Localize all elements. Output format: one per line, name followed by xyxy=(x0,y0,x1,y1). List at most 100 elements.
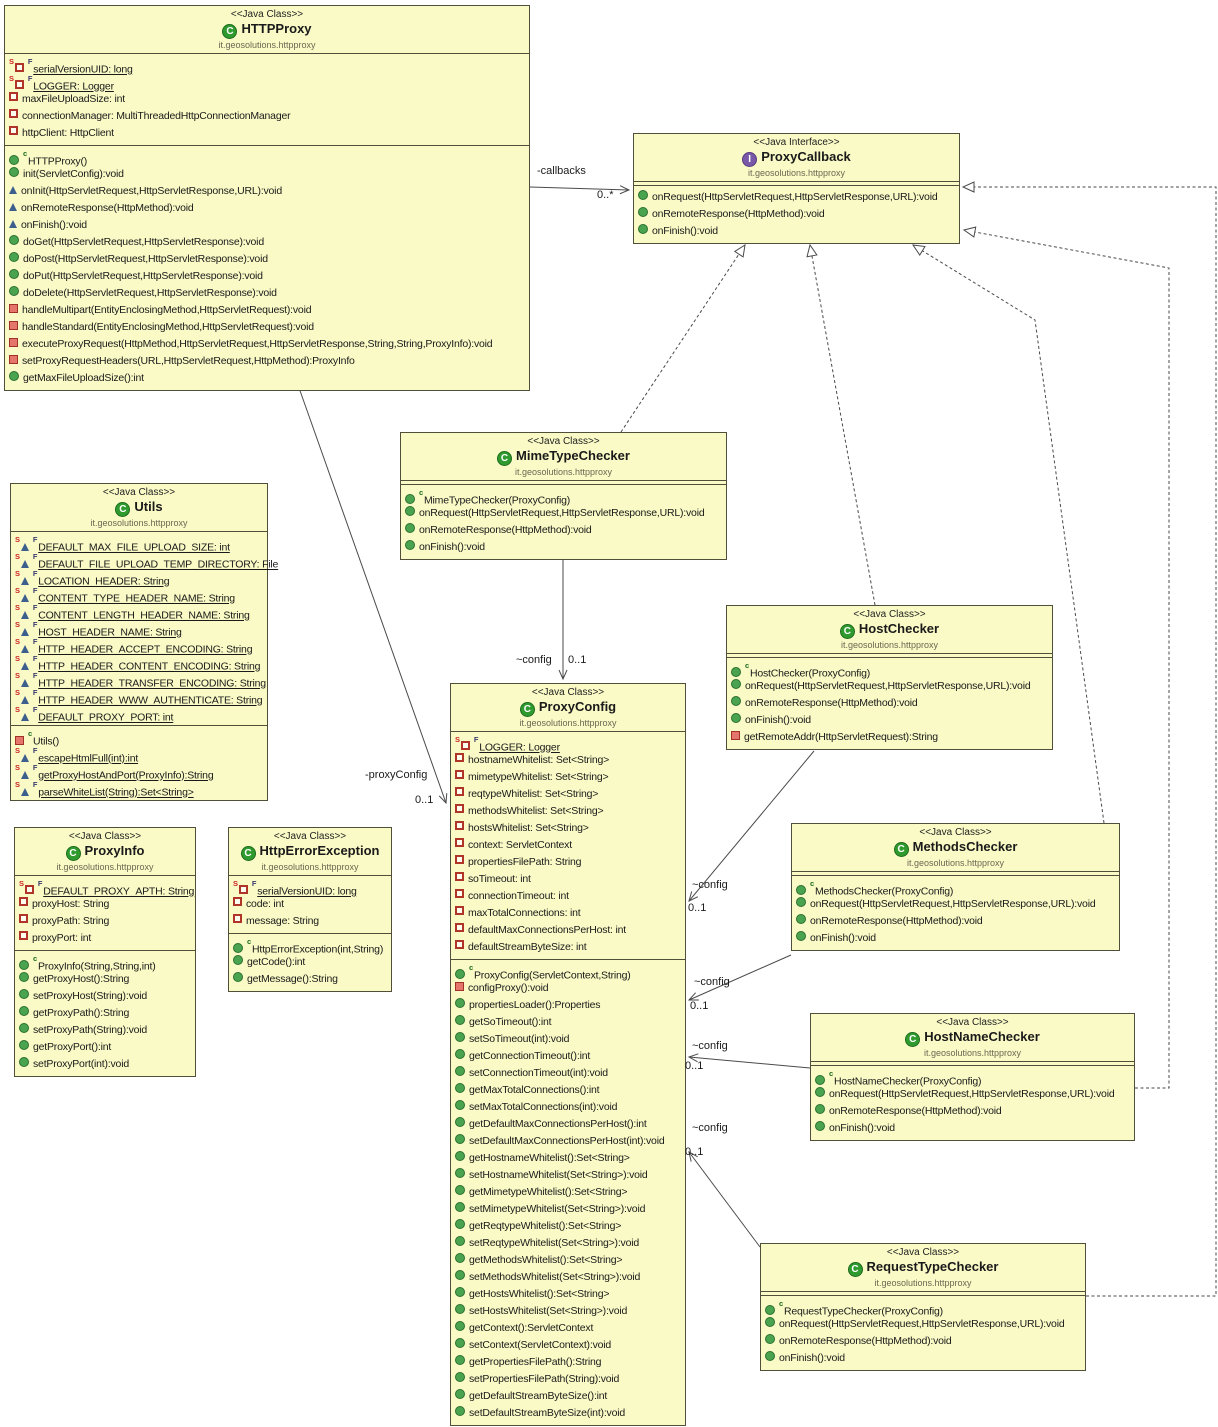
final-modifier: F xyxy=(251,879,257,888)
association-multiplicity-reqtype-config: 0..1 xyxy=(685,1146,704,1158)
realization-mimetypechecker-proxycallback xyxy=(620,243,746,433)
methods-compartment: onRequest(HttpServletRequest,HttpServlet… xyxy=(634,186,959,243)
field-row: hostsWhitelist: Set<String> xyxy=(455,820,683,837)
method-row: onRemoteResponse(HttpMethod):void xyxy=(731,695,1050,712)
class-name: MimeTypeChecker xyxy=(516,448,630,463)
member-label: getHostsWhitelist():Set<String> xyxy=(469,1288,610,1300)
static-modifier: S xyxy=(9,57,14,66)
association-role-reqtype-config: ~config xyxy=(692,1122,728,1134)
public-visibility-icon xyxy=(455,1134,465,1144)
association-multiplicity-hostname-config: 0..1 xyxy=(685,1060,704,1072)
private-visibility-icon xyxy=(9,338,18,347)
member-label: soTimeout: int xyxy=(468,873,531,885)
member-label: onInit(HttpServletRequest,HttpServletRes… xyxy=(21,185,282,197)
package-visibility-icon xyxy=(20,661,29,670)
private-visibility-icon xyxy=(9,109,18,118)
class-name: RequestTypeChecker xyxy=(866,1259,999,1274)
static-modifier: S xyxy=(15,746,20,755)
constructor-row: cMethodsChecker(ProxyConfig) xyxy=(796,879,1117,898)
member-label: DEFAULT_PROXY_APTH: String xyxy=(43,885,195,898)
field-row: reqtypeWhitelist: Set<String> xyxy=(455,786,683,803)
public-visibility-icon xyxy=(455,1253,465,1263)
package-visibility-icon xyxy=(20,712,29,721)
public-visibility-icon xyxy=(455,1355,465,1365)
private-visibility-icon xyxy=(455,940,464,949)
final-modifier: F xyxy=(32,763,38,772)
member-label: onFinish():void xyxy=(745,714,811,726)
method-row: onRequest(HttpServletRequest,HttpServlet… xyxy=(796,896,1117,913)
member-label: onFinish():void xyxy=(829,1122,895,1134)
association-multiplicity-proxyconfig: 0..1 xyxy=(415,794,434,806)
field-row: methodsWhitelist: Set<String> xyxy=(455,803,683,820)
private-visibility-icon xyxy=(9,126,18,135)
field-row: maxFileUploadSize: int xyxy=(9,91,527,108)
member-label: CONTENT_TYPE_HEADER_NAME: String xyxy=(38,592,235,605)
method-row: onRemoteResponse(HttpMethod):void xyxy=(815,1103,1132,1120)
member-label: getContext():ServletContext xyxy=(469,1322,594,1334)
final-modifier: F xyxy=(32,746,38,755)
public-visibility-icon xyxy=(455,1406,465,1416)
member-label: setHostnameWhitelist(Set<String>):void xyxy=(469,1169,648,1181)
public-visibility-icon xyxy=(731,679,741,689)
constructor-marker: c xyxy=(829,1069,833,1078)
method-row: onRemoteResponse(HttpMethod):void xyxy=(765,1333,1083,1350)
class-package: it.geosolutions.httpproxy xyxy=(514,467,613,477)
methods-compartment: cHostChecker(ProxyConfig)onRequest(HttpS… xyxy=(727,658,1052,749)
member-label: onFinish():void xyxy=(810,932,876,944)
method-row: getSoTimeout():int xyxy=(455,1014,683,1031)
method-row: getProxyPort():int xyxy=(19,1039,193,1056)
private-visibility-icon xyxy=(233,897,242,906)
public-visibility-icon xyxy=(455,1015,465,1025)
association-multiplicity-host-config: 0..1 xyxy=(688,902,707,914)
public-visibility-icon xyxy=(9,371,19,381)
association-requesttypechecker-proxyconfig xyxy=(688,1151,761,1248)
member-label: escapeHtmlFull(int):int xyxy=(38,752,139,765)
private-visibility-icon xyxy=(455,787,464,796)
field-row: proxyPath: String xyxy=(19,913,193,930)
java-class-icon: C xyxy=(905,1032,921,1047)
field-row: proxyHost: String xyxy=(19,896,193,913)
field-row: httpClient: HttpClient xyxy=(9,125,527,142)
member-label: onRemoteResponse(HttpMethod):void xyxy=(779,1335,952,1347)
class-package: it.geosolutions.httpproxy xyxy=(261,862,359,872)
class-name: ProxyConfig xyxy=(538,699,617,714)
association-role-mime-config: ~config xyxy=(516,654,552,666)
public-visibility-icon xyxy=(638,207,648,217)
member-label: setMimetypeWhitelist(Set<String>):void xyxy=(469,1203,646,1215)
method-row: setConnectionTimeout(int):void xyxy=(455,1065,683,1082)
method-row: getDefaultStreamByteSize():int xyxy=(455,1388,683,1405)
field-row: context: ServletContext xyxy=(455,837,683,854)
private-visibility-icon xyxy=(238,884,248,894)
method-row: setProxyPort(int):void xyxy=(19,1056,193,1073)
private-visibility-icon xyxy=(455,804,464,813)
member-label: HttpErrorException(int,String) xyxy=(251,943,384,956)
method-row: onRemoteResponse(HttpMethod):void xyxy=(9,200,527,217)
method-row: getHostnameWhitelist():Set<String> xyxy=(455,1150,683,1167)
static-modifier: S xyxy=(15,688,20,697)
member-label: propertiesFilePath: String xyxy=(468,856,582,868)
static-modifier: S xyxy=(15,569,20,578)
method-row: setMaxTotalConnections(int):void xyxy=(455,1099,683,1116)
